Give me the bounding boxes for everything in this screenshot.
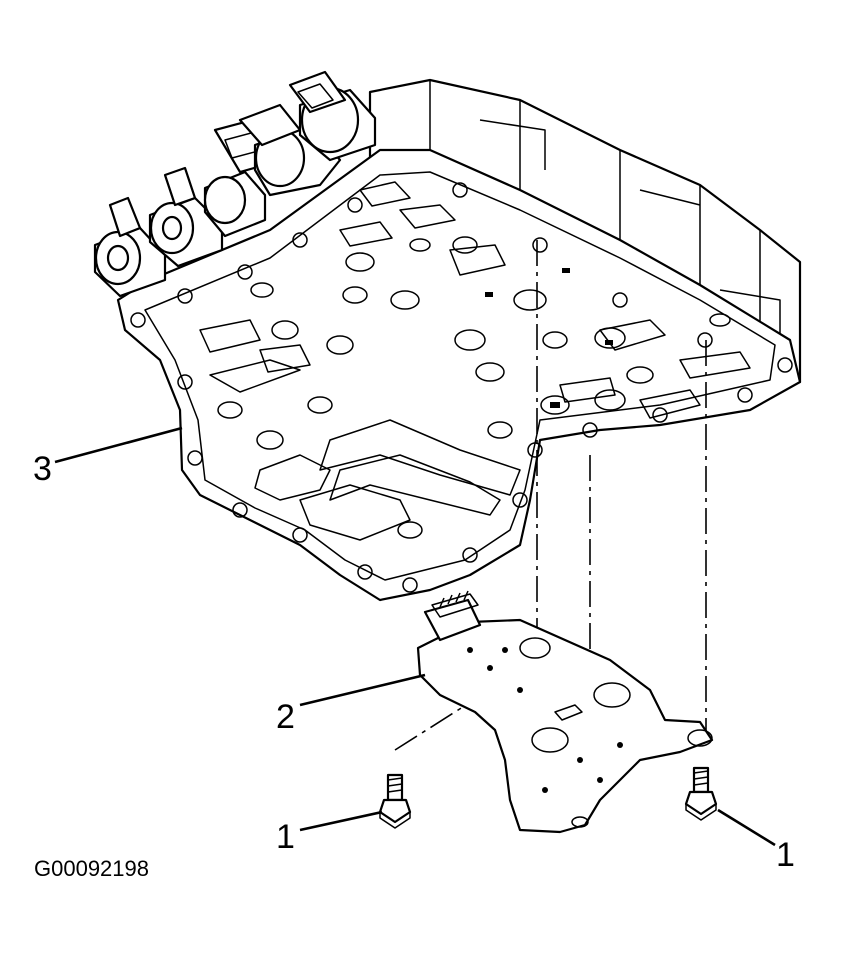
valve-body-holes [130,182,793,593]
leader-lines [54,426,776,847]
valve-body-bores [217,236,731,539]
bracket [416,590,714,834]
figure-id: G00092198 [34,856,149,881]
leader-valve-body [54,426,183,464]
leader-bolt-left [299,810,383,832]
solenoid-5 [288,70,377,162]
solenoids [93,70,377,298]
bolt-left [378,773,412,829]
callout-2: 2 [276,698,295,736]
bolt-right [684,766,718,821]
leader-bracket [299,673,426,707]
callout-1-right: 1 [776,836,795,874]
callout-3: 3 [33,450,52,488]
callout-1-left: 1 [276,818,295,856]
solenoid-2 [148,166,224,268]
valve-body [116,78,802,602]
solenoid-1 [93,196,167,298]
leader-bolt-right [717,808,776,847]
